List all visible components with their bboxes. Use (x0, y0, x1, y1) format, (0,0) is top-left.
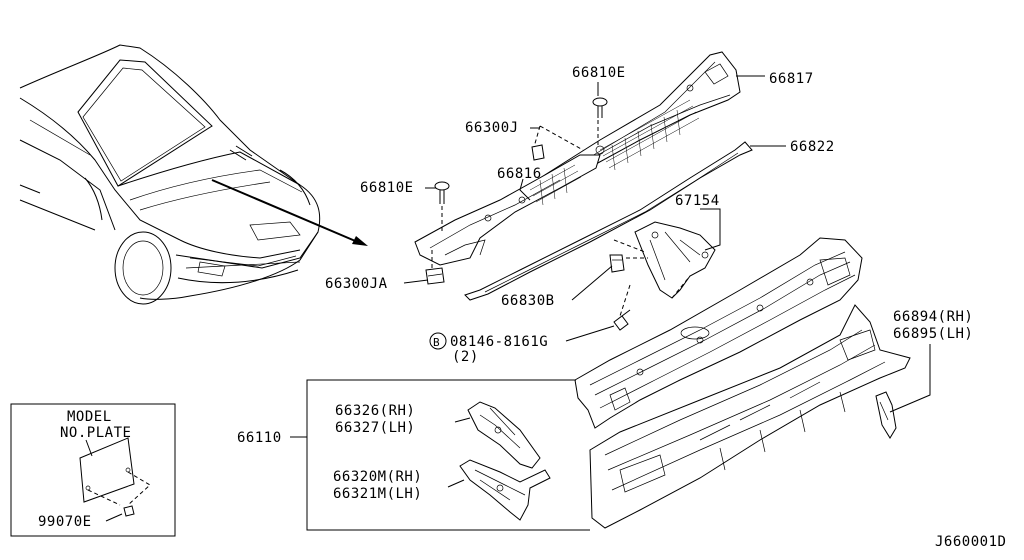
label-66110: 66110 (237, 430, 282, 446)
screw-66810E-top (592, 97, 608, 118)
cowl-box-lower (589, 304, 911, 529)
bolt-08146 (613, 309, 631, 331)
label-66822: 66822 (790, 139, 835, 155)
clip-66300J (531, 144, 545, 161)
label-bolt-qty: (2) (452, 349, 479, 365)
side-bracket-66894 (875, 391, 897, 439)
label-66320M-rh: 66320M(RH) (333, 469, 422, 485)
label-66300JA: 66300JA (325, 276, 388, 292)
clip-66830B (609, 254, 625, 273)
label-66300J: 66300J (465, 120, 519, 136)
label-66894-rh: 66894(RH) (893, 309, 973, 325)
label-66810E-left: 66810E (360, 180, 414, 196)
bracket-66320M (459, 459, 551, 521)
bolt-callout-letter: B (433, 336, 440, 349)
label-66830B: 66830B (501, 293, 555, 309)
bracket-66326 (467, 401, 541, 469)
label-66810E-top: 66810E (572, 65, 626, 81)
vehicle-illustration (19, 44, 321, 305)
clip-66300JA (425, 267, 445, 285)
label-66895-lh: 66895(LH) (893, 326, 973, 342)
model-plate-inset: MODEL NO.PLATE 99070E (10, 403, 176, 537)
label-67154: 67154 (675, 193, 720, 209)
label-66321M-lh: 66321M(LH) (333, 486, 422, 502)
model-plate (79, 437, 135, 503)
screw-99070E (123, 505, 135, 517)
cowl-top-66816 (414, 154, 601, 266)
upper-dash-panel-66110 (574, 237, 863, 429)
model-plate-title-1: MODEL (67, 409, 112, 425)
group-bracket-66110 (290, 379, 590, 531)
screw-66810E-left (434, 181, 450, 204)
seal-strip-66822 (464, 141, 753, 301)
location-arrow (211, 179, 368, 246)
dashed-leaders (431, 120, 691, 317)
model-plate-title-2: NO.PLATE (60, 425, 131, 441)
label-08146-8161G: 08146-8161G (450, 334, 548, 350)
label-99070E: 99070E (38, 514, 92, 530)
diagram-id: J660001D (935, 534, 1006, 550)
label-66326-rh: 66326(RH) (335, 403, 415, 419)
bracket-67154 (634, 221, 716, 299)
label-66817: 66817 (769, 71, 814, 87)
label-66816: 66816 (497, 166, 542, 182)
bolt-callout-circle (429, 332, 447, 350)
label-66327-lh: 66327(LH) (335, 420, 415, 436)
part-labels: 66810E 66817 66300J 66822 66816 66810E 6… (237, 65, 1006, 550)
leader-lines (403, 75, 931, 488)
